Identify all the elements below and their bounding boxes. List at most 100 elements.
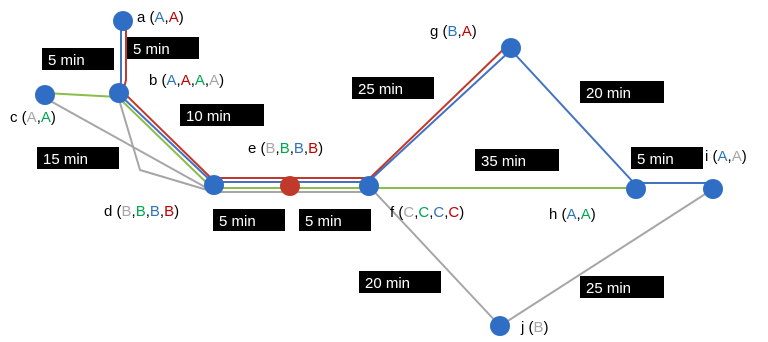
node-label-part: , (205, 72, 209, 89)
node-label-part: , (146, 203, 150, 220)
node-label-part: C (448, 204, 459, 221)
edge-label-box (580, 276, 664, 298)
node-label-part: , (290, 140, 294, 157)
edge-label-box (42, 48, 114, 70)
node-label-part: B (122, 203, 132, 220)
node-label-part: i ( (705, 148, 718, 165)
node-label-part: , (276, 140, 280, 157)
node-label-part: ) (179, 9, 184, 26)
node-f (359, 176, 379, 196)
edge-label-text: 5 min (637, 151, 674, 168)
node-j (490, 316, 510, 336)
node-label-part: ) (318, 140, 323, 157)
edge-label-ab: 5 min (127, 37, 199, 59)
edge-label-box (631, 147, 703, 169)
node-label-part: C (418, 204, 429, 221)
node-label-part: , (191, 72, 195, 89)
edge-label-box (580, 81, 664, 103)
node-label-part: B (534, 319, 544, 336)
edge-label-box (299, 209, 371, 231)
node-label-part: A (195, 72, 205, 89)
node-label-part: ) (219, 72, 224, 89)
node-label-part: ) (51, 109, 56, 126)
node-label-part: A (462, 23, 472, 40)
edge-label-box (180, 104, 264, 126)
edge-label-gh: 20 min (580, 81, 664, 103)
node-e (280, 176, 300, 196)
node-b (109, 83, 129, 103)
node-h (626, 179, 646, 199)
node-label-a: a (A,A) (137, 9, 184, 26)
node-label-d: d (B,B,B,B) (104, 203, 179, 220)
node-label-c: c (A,A) (10, 109, 56, 126)
node-label-part: B (280, 140, 290, 157)
edge-label-text: 10 min (186, 108, 231, 125)
node-label-part: B (164, 203, 174, 220)
node-i (703, 179, 723, 199)
node-label-part: A (41, 109, 51, 126)
node-label-part: ) (742, 148, 747, 165)
edge-label-hi: 5 min (631, 147, 703, 169)
edge-label-text: 5 min (48, 52, 85, 69)
node-label-i: i (A,A) (705, 148, 747, 165)
node-label-part: B (308, 140, 318, 157)
node-label-part: A (181, 72, 191, 89)
node-label-part: ) (174, 203, 179, 220)
node-label-part: b ( (149, 72, 167, 89)
node-label-part: A (169, 9, 179, 26)
edge-label-box (359, 271, 441, 293)
node-label-j: j (B) (520, 319, 549, 336)
node-label-part: ) (472, 23, 477, 40)
node-label-part: g ( (430, 23, 448, 40)
edge-label-de: 5 min (213, 209, 285, 231)
edge-label-fj: 20 min (359, 271, 441, 293)
node-c (35, 85, 55, 105)
edge-label-text: 25 min (358, 81, 403, 98)
edge-label-cd: 15 min (37, 147, 119, 169)
edge-label-text: 15 min (43, 151, 88, 168)
node-label-part: , (160, 203, 164, 220)
node-label-part: C (433, 204, 444, 221)
node-a (113, 11, 133, 31)
node-label-part: e ( (248, 140, 266, 157)
node-label-part: A (155, 9, 165, 26)
node-label-part: A (718, 148, 728, 165)
edge-label-fh: 35 min (475, 149, 559, 171)
edge-label-text: 20 min (586, 85, 631, 102)
edge-label-text: 35 min (481, 153, 526, 170)
node-labels-layer: a (A,A)b (A,A,A,A)c (A,A)d (B,B,B,B)e (B… (10, 9, 747, 336)
node-label-g: g (B,A) (430, 23, 477, 40)
node-label-h: h (A,A) (549, 206, 596, 223)
node-label-part: A (27, 109, 37, 126)
node-label-part: , (429, 204, 433, 221)
node-label-part: B (266, 140, 276, 157)
node-label-part: A (209, 72, 219, 89)
node-label-part: , (304, 140, 308, 157)
edge-label-ji: 25 min (580, 276, 664, 298)
node-label-part: B (294, 140, 304, 157)
node-label-part: j ( (520, 319, 534, 336)
node-label-part: , (177, 72, 181, 89)
edge-label-text: 20 min (365, 275, 410, 292)
route-red-line (122, 21, 510, 179)
edge-label-ef: 5 min (299, 209, 371, 231)
edge-label-cb: 5 min (42, 48, 114, 70)
edge-label-text: 5 min (133, 41, 170, 58)
edge-label-box (213, 209, 285, 231)
edge-label-text: 5 min (305, 213, 342, 230)
node-label-e: e (B,B,B,B) (248, 140, 323, 157)
node-label-part: ) (544, 319, 549, 336)
edge-labels-layer: 5 min 5 min 10 min 15 min 5 min 5 min 25 min 20… (37, 37, 703, 298)
node-label-part: A (567, 206, 577, 223)
node-label-part: A (581, 206, 591, 223)
edge-label-box (37, 147, 119, 169)
edge-label-bd: 10 min (180, 104, 264, 126)
node-g (501, 38, 521, 58)
node-label-part: , (414, 204, 418, 221)
node-label-part: f ( (390, 204, 403, 221)
node-label-b: b (A,A,A,A) (149, 72, 224, 89)
node-label-part: ) (591, 206, 596, 223)
node-label-part: , (132, 203, 136, 220)
node-label-part: c ( (10, 109, 27, 126)
